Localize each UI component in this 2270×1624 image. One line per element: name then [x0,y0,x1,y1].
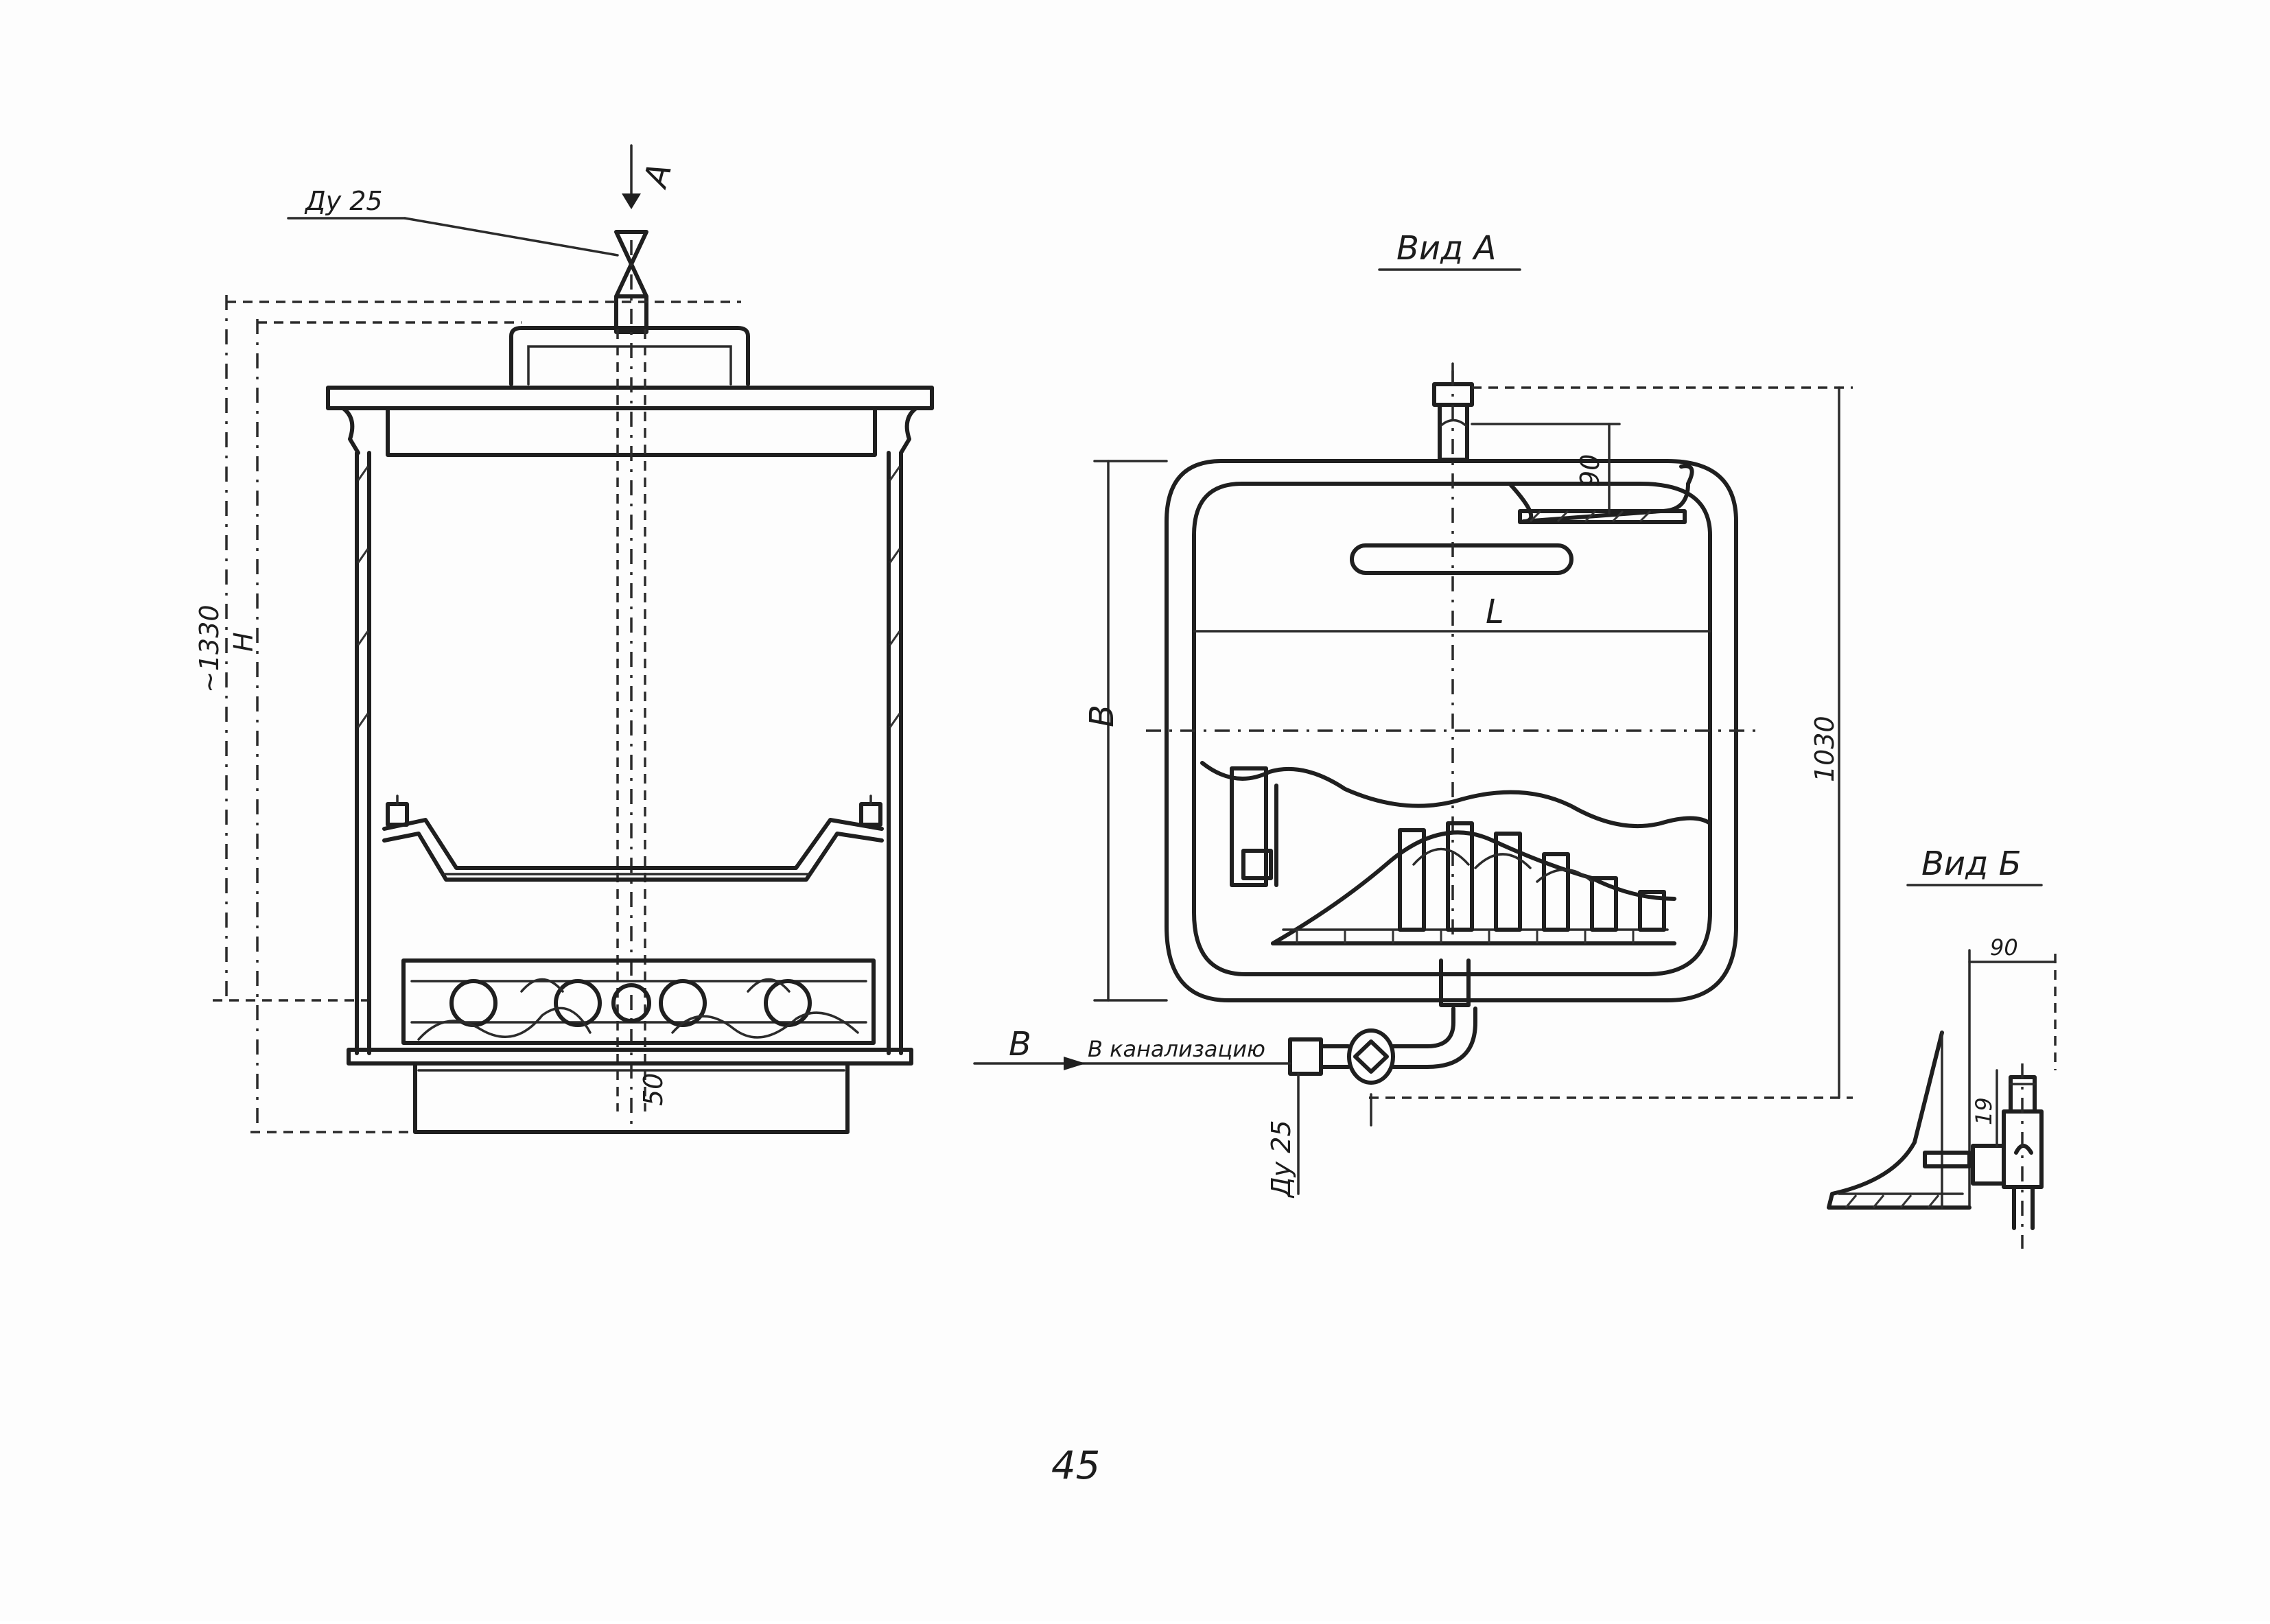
heating-elements [1398,821,1666,932]
burner-assembly [401,958,876,1045]
drain-label: В канализацию [1088,1036,1265,1062]
view-a-tank-outline [1165,459,1738,1002]
length-label: L [1486,593,1504,631]
page-number: 45 [1051,1444,1100,1488]
inlet-leader [287,217,619,257]
view-a-bottom-drain [1439,958,1471,1007]
height-sub-label: Н [229,632,259,652]
central-pipe [616,240,646,1125]
view-b-title: Вид Б [1921,845,2022,883]
drain-pipe-assembly [1288,1007,1477,1127]
arrow-label: А [636,159,679,193]
view-a-title: Вид А [1396,229,1496,268]
view-b-bracket [1827,1031,1971,1210]
height-label-a: 1030 [1810,716,1840,782]
inlet-arrow [622,144,641,209]
tank-rim [326,386,934,457]
tank-walls [355,451,903,1055]
view-a-cutaway-top [1508,464,1694,524]
view-b-width-label: 90 [1990,934,2018,961]
view-a-cutaway-bottom [1200,761,1712,945]
view-b: Вид Б 90 19 [1827,845,2057,1249]
pipe-label: Ду 25 [1266,1120,1296,1199]
view-b-side-label: 19 [1971,1097,1997,1125]
section-label: В [1009,1025,1031,1063]
inner-basket [382,795,884,882]
left-section-view: А Ду 25 ~1330 Н [194,144,934,1134]
inlet-label: Ду 25 [304,186,383,216]
lid-handle [509,326,750,386]
bottom-dim-label: 50 [638,1073,668,1106]
width-label: В [1083,705,1121,727]
view-a: Вид А L [973,229,1853,1199]
height-label: ~1330 [194,604,224,693]
view-a-slot-handle [1350,543,1573,575]
tank-base [347,1048,913,1134]
top-dim-label: 90 [1575,454,1605,487]
